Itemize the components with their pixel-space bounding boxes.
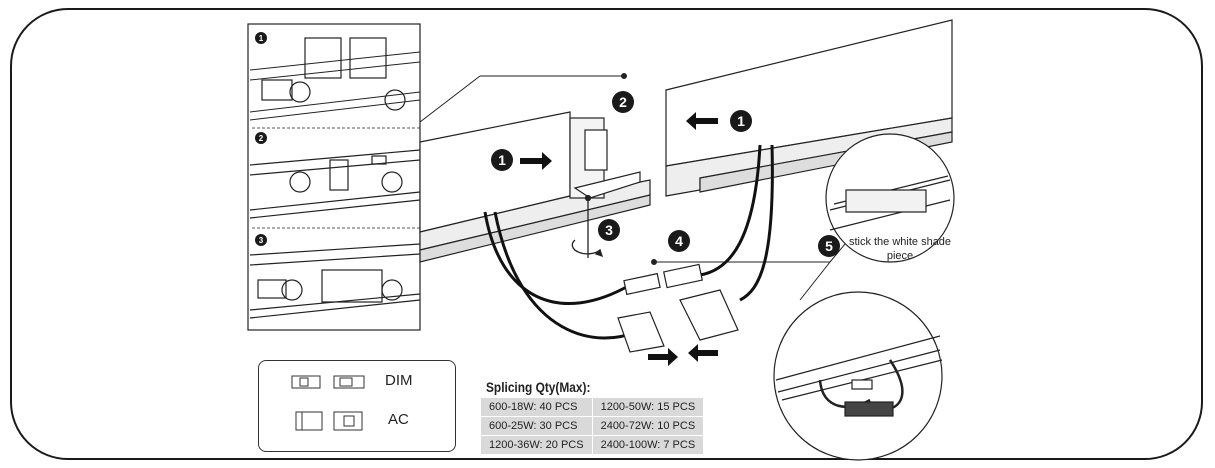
inset-step-2: 2 xyxy=(255,132,267,144)
rotate-screw-icon xyxy=(571,194,604,258)
arrow-right-icon xyxy=(648,348,678,366)
legend-box xyxy=(258,360,456,452)
step-badge-2: 2 xyxy=(612,91,634,113)
detail-circle-connector xyxy=(773,291,943,461)
table-row: 1200-36W: 20 PCS 2400-100W: 7 PCS xyxy=(480,435,705,455)
table-row: 600-25W: 30 PCS 2400-72W: 10 PCS xyxy=(480,416,705,436)
legend-ac-label: AC xyxy=(388,411,409,428)
step-badge-5: 5 xyxy=(818,235,840,257)
shade-note: stick the white shade piece xyxy=(848,236,952,262)
left-luminaire xyxy=(419,111,651,263)
inset-step-3: 3 xyxy=(255,234,267,246)
arrow-left-icon xyxy=(686,112,718,130)
table-cell: 2400-72W: 10 PCS xyxy=(591,416,705,436)
connector-icon xyxy=(291,375,365,431)
splicing-title: Splicing Qty(Max): xyxy=(486,379,591,395)
arrow-left-icon xyxy=(688,344,718,362)
arrow-right-icon xyxy=(520,152,552,170)
table-cell: 1200-36W: 20 PCS xyxy=(480,435,593,455)
table-cell: 2400-100W: 7 PCS xyxy=(591,435,705,455)
table-row: 600-18W: 40 PCS 1200-50W: 15 PCS xyxy=(480,397,705,417)
inset-step-1: 1 xyxy=(255,32,267,44)
inset-panel xyxy=(247,23,421,331)
step-badge-1-right: 1 xyxy=(730,110,752,132)
detail-circle-shade xyxy=(825,133,955,263)
table-cell: 1200-50W: 15 PCS xyxy=(591,397,705,417)
step-badge-4: 4 xyxy=(668,230,690,252)
cables xyxy=(483,144,774,340)
table-cell: 600-25W: 30 PCS xyxy=(480,416,593,436)
connectors xyxy=(617,263,739,353)
splicing-table: 600-18W: 40 PCS 1200-50W: 15 PCS 600-25W… xyxy=(480,397,705,455)
table-cell: 600-18W: 40 PCS xyxy=(480,397,593,417)
step-badge-1-left: 1 xyxy=(491,149,513,171)
step-badge-3: 3 xyxy=(598,219,620,241)
legend-dim-label: DIM xyxy=(385,372,413,389)
diagram-frame xyxy=(10,8,1203,460)
